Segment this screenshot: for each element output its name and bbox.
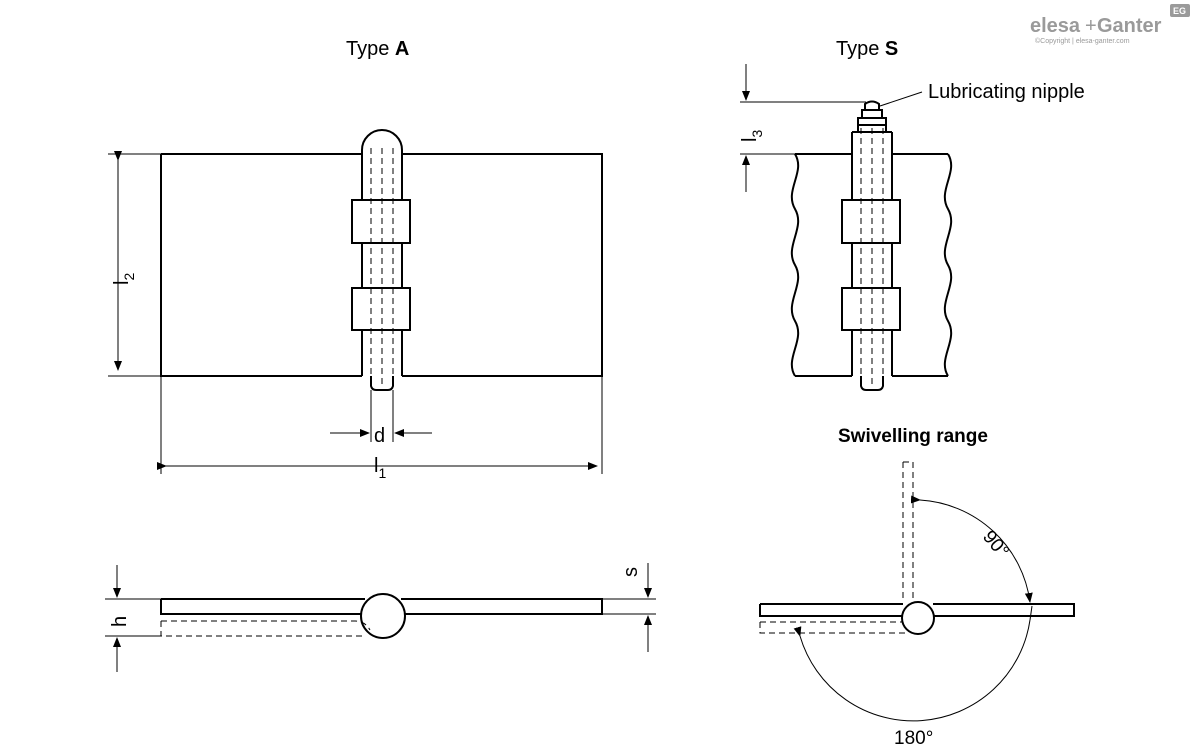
- brand-badge: EG: [1173, 6, 1186, 16]
- brand-name-part2: Ganter: [1097, 15, 1162, 37]
- type-a-front-view: l2 d l1: [108, 129, 603, 481]
- type-a-title: Type A: [346, 38, 409, 60]
- type-a-title-prefix: Type: [346, 38, 395, 60]
- dim-l1: l1: [374, 455, 386, 481]
- brand-copyright: ©Copyright | elesa-ganter.com: [1035, 37, 1130, 45]
- angle-90-label: 90°: [978, 527, 1013, 563]
- brand-badge-box: [1170, 4, 1190, 17]
- brand-name-part1: elesa: [1030, 15, 1081, 37]
- dim-d: d: [374, 425, 385, 447]
- dim-h: h: [109, 616, 131, 627]
- lubricating-nipple-label: Lubricating nipple: [928, 81, 1085, 103]
- type-s-title: Type S: [836, 38, 898, 60]
- dim-l3: l3: [739, 130, 765, 142]
- swivelling-range-diagram: 90° 180°: [759, 461, 1075, 749]
- angle-180-label: 180°: [894, 728, 933, 749]
- dim-l2: l2: [111, 273, 137, 285]
- swivelling-range-title: Swivelling range: [838, 426, 988, 447]
- brand-plus: +: [1085, 15, 1097, 37]
- type-a-side-view: h s: [105, 563, 656, 672]
- type-s-title-letter: S: [885, 38, 898, 60]
- type-s-front-view: Lubricating nipple l3: [739, 64, 1085, 391]
- dim-s: s: [620, 567, 642, 577]
- type-s-title-prefix: Type: [836, 38, 885, 60]
- type-a-title-letter: A: [395, 38, 409, 60]
- brand-logo: elesa + Ganter EG ©Copyright | elesa-gan…: [1030, 4, 1190, 45]
